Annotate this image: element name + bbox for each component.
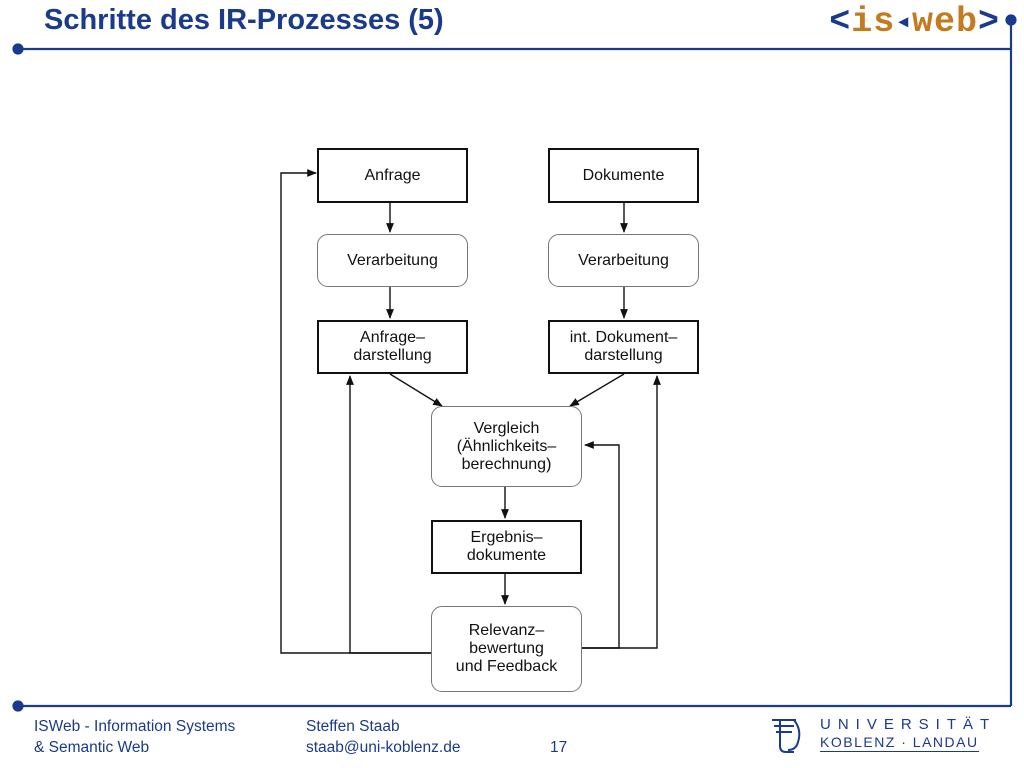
- node-dokumente: Dokumente: [548, 148, 699, 203]
- feedback-arrow-to-anfragedarstellung: [346, 375, 431, 654]
- footer-org-line2: & Semantic Web: [34, 739, 150, 756]
- page-title: Schritte des IR-Prozesses (5): [44, 4, 444, 36]
- university-emblem-icon: [772, 719, 801, 753]
- university-location: KOBLENZ · LANDAU: [820, 734, 979, 752]
- node-vergleich: Vergleich (Ähnlichkeits– berechnung): [431, 406, 582, 487]
- footer-rule-dot-left: [12, 700, 24, 712]
- logo-is: is: [851, 2, 896, 42]
- footer-author-block: Steffen Staab staab@uni-koblenz.de: [306, 716, 460, 758]
- footer-organization: ISWeb - Information Systems & Semantic W…: [34, 716, 235, 758]
- node-anfragedarstellung: Anfrage– darstellung: [317, 320, 468, 374]
- university-name: UNIVERSITÄT: [820, 716, 997, 733]
- node-verarbeitung-anfrage: Verarbeitung: [317, 234, 468, 287]
- feedback-arrow-to-vergleich: [582, 441, 620, 649]
- isweb-logo: <is◂web>: [829, 2, 1000, 42]
- node-dokumentdarstellung: int. Dokument– darstellung: [548, 320, 699, 374]
- node-anfrage: Anfrage: [317, 148, 468, 203]
- arrow-dokumentdarstellung-to-vergleich: [569, 373, 625, 407]
- footer-author: Steffen Staab: [306, 718, 400, 735]
- right-rule-dot-top: [1005, 14, 1017, 26]
- arrow-anfragedarstellung-to-vergleich: [389, 373, 443, 407]
- node-relevanzbewertung: Relevanz– bewertung und Feedback: [431, 606, 582, 692]
- logo-bracket-right: >: [977, 2, 1000, 42]
- node-ergebnisdokumente: Ergebnis– dokumente: [431, 520, 582, 574]
- feedback-arrow-to-dokumentdarstellung: [582, 375, 661, 649]
- logo-bracket-left: <: [829, 2, 852, 42]
- node-verarbeitung-dokumente: Verarbeitung: [548, 234, 699, 287]
- footer-org-line1: ISWeb - Information Systems: [34, 718, 236, 735]
- share-icon: ◂: [895, 7, 912, 37]
- footer-email: staab@uni-koblenz.de: [306, 739, 461, 756]
- logo-web: web: [911, 2, 978, 42]
- header-rule-dot-left: [12, 43, 24, 55]
- page-number: 17: [550, 739, 568, 756]
